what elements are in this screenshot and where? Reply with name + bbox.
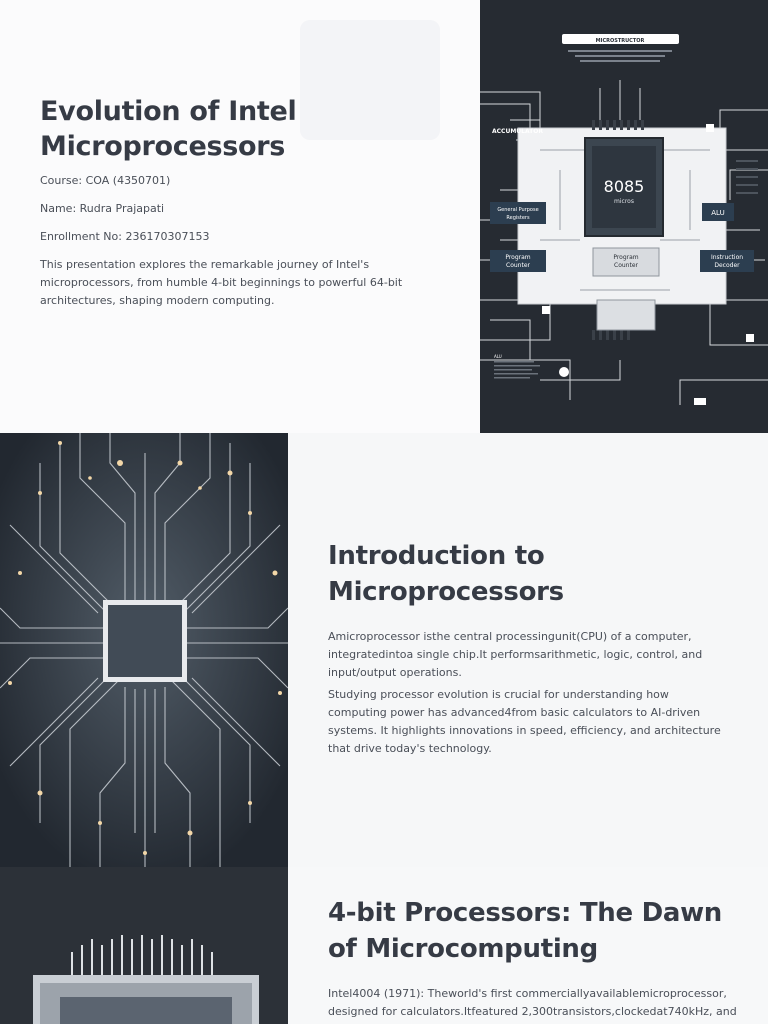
- architecture-diagram-image: MICROSTRUCTOR: [480, 0, 768, 433]
- page-title: Evolution of Intel Microprocessors: [40, 96, 297, 162]
- course-line: Course: COA (4350701): [40, 174, 171, 187]
- id-line2: Decoder: [714, 262, 740, 269]
- introduction-body: Amicroprocessor isthe central processing…: [328, 628, 728, 758]
- author-meta: Course: COA (4350701) Name: Rudra Prajap…: [40, 172, 450, 246]
- slide-title: Evolution of Intel Microprocessors Cours…: [0, 0, 768, 433]
- slide1-text-block: Evolution of Intel Microprocessors Cours…: [40, 94, 450, 310]
- pc-left-line1: Program: [505, 254, 530, 261]
- pc-center-line2: Counter: [614, 262, 639, 269]
- architecture-diagram: MICROSTRUCTOR: [480, 34, 768, 405]
- chip-label: 8085: [604, 177, 645, 196]
- slide-4bit-processors: 4-bit Processors: The Dawn of Microcompu…: [0, 867, 768, 1024]
- slide2-text-block: Introduction to Microprocessors Amicropr…: [328, 538, 728, 762]
- 4bit-chip-illustration: [0, 867, 288, 1024]
- watermark-shape: [300, 20, 440, 140]
- section-title-introduction: Introduction to Microprocessors: [328, 541, 564, 607]
- circuit-board-illustration: [0, 433, 289, 867]
- accumulator-label: ACCUMULATOR: [492, 128, 543, 135]
- 4bit-paragraph-1: Intel4004 (1971): Theworld's first comme…: [328, 987, 737, 1018]
- chip-sublabel: micros: [614, 198, 634, 205]
- introduction-paragraph-2: Studying processor evolution is crucial …: [328, 688, 721, 755]
- pc-left-line2: Counter: [506, 262, 531, 269]
- gpr-label-line1: General Purpose: [497, 207, 538, 213]
- 4bit-body: Intel4004 (1971): Theworld's first comme…: [328, 985, 738, 1021]
- section-title-4bit: 4-bit Processors: The Dawn of Microcompu…: [328, 898, 723, 964]
- slide3-text-block: 4-bit Processors: The Dawn of Microcompu…: [328, 895, 738, 1021]
- enrollment-line: Enrollment No: 236170307153: [40, 230, 210, 243]
- id-line1: Instruction: [711, 254, 743, 261]
- alu-note-label: ALU: [494, 354, 502, 359]
- intro-description: This presentation explores the remarkabl…: [40, 258, 403, 307]
- introduction-paragraph-1: Amicroprocessor isthe central processing…: [328, 630, 703, 679]
- alu-block: ALU: [711, 209, 724, 217]
- slide-introduction: Introduction to Microprocessors Amicropr…: [0, 433, 768, 867]
- circuit-board-image: [0, 433, 289, 867]
- name-line: Name: Rudra Prajapati: [40, 202, 165, 215]
- gpr-label-line2: Registers: [506, 215, 530, 221]
- pc-center-line1: Program: [613, 254, 638, 261]
- 4bit-chip-image: [0, 867, 288, 1024]
- diagram-header: MICROSTRUCTOR: [596, 38, 645, 44]
